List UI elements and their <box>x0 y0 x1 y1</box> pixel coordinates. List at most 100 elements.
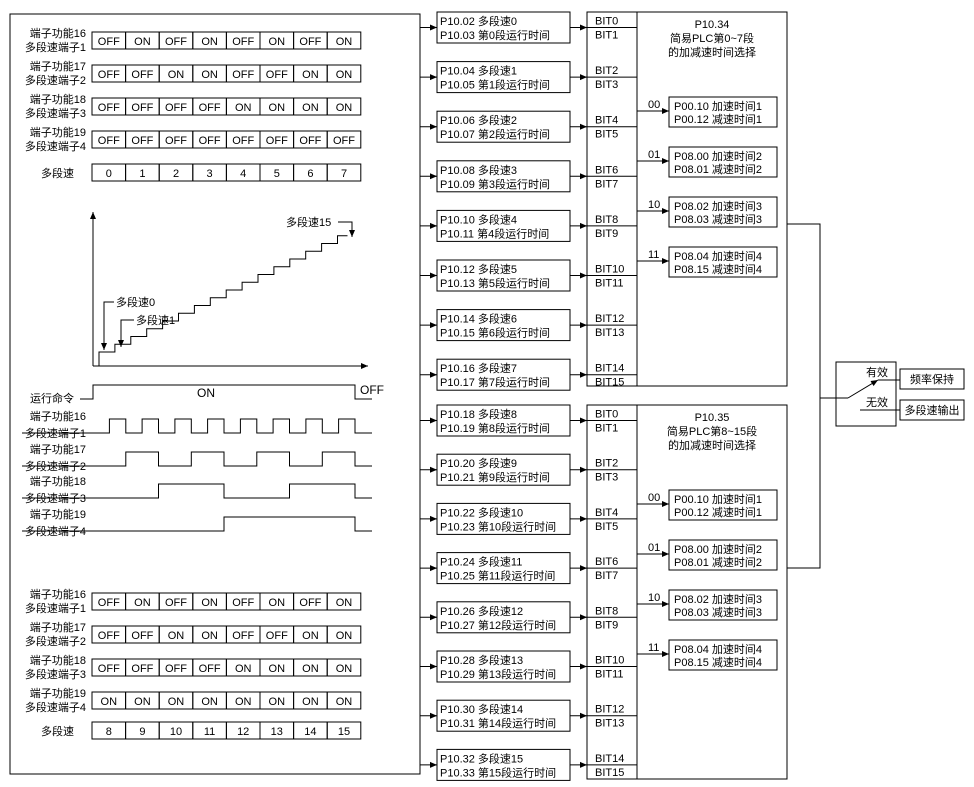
multi-speed-terminal-label: 多段速端子3 <box>25 667 86 681</box>
speed-index-value: 15 <box>338 726 350 738</box>
bit-label: BIT15 <box>595 767 624 779</box>
group-param-code: P10.34 <box>695 19 730 31</box>
timing-terminal-function-label: 端子功能18 <box>30 474 86 488</box>
speed-index-value: 14 <box>304 726 316 738</box>
bit-label: BIT8 <box>595 214 618 226</box>
bit-label: BIT1 <box>595 423 618 435</box>
run-time-param-line: P10.15 第6段运行时间 <box>440 326 550 340</box>
speed-param-box <box>436 453 571 486</box>
bit-label: BIT11 <box>595 278 624 290</box>
accel-decel-box <box>668 639 778 671</box>
speed-index-value: 10 <box>170 726 182 738</box>
bit-label: BIT11 <box>595 669 624 681</box>
state-value: ON <box>134 36 151 48</box>
state-value: ON <box>168 630 185 642</box>
terminal-function-label: 端子功能18 <box>30 92 86 106</box>
decel-time-line: P08.15 减速时间4 <box>674 263 762 276</box>
speed-index-value: 0 <box>106 168 112 180</box>
multi-speed-output-box <box>899 399 965 421</box>
speed15-label: 多段速15 <box>286 215 331 229</box>
bit-label: BIT6 <box>595 556 618 568</box>
state-value: OFF <box>299 597 321 609</box>
speed-param-box <box>436 309 571 342</box>
speed-param-line: P10.24 多段速11 <box>440 555 522 569</box>
state-value: ON <box>336 69 353 81</box>
multi-speed-terminal-label: 多段速端子2 <box>25 634 86 648</box>
run-command-waveform <box>80 384 372 400</box>
bit-label: BIT7 <box>595 178 618 190</box>
state-value: OFF <box>266 630 288 642</box>
group-title: 简易PLC第8~15段 <box>667 424 757 438</box>
state-value: ON <box>269 102 286 114</box>
state-value: ON <box>201 696 218 708</box>
state-value: ON <box>101 696 118 708</box>
terminal-function-label: 端子功能19 <box>30 686 86 700</box>
run-time-param-line: P10.17 第7段运行时间 <box>440 375 550 389</box>
multi-speed-terminal-label: 多段速端子1 <box>25 40 86 54</box>
group-panel <box>586 11 788 387</box>
speed1-pointer <box>118 319 134 347</box>
bit-label: BIT9 <box>595 228 618 240</box>
terminal-waveform <box>22 451 372 467</box>
bit-label: BIT14 <box>595 753 624 765</box>
terminal-function-label: 端子功能16 <box>30 587 86 601</box>
state-value: ON <box>336 663 353 675</box>
state-value: OFF <box>333 135 355 147</box>
terminal-function-label: 端子功能18 <box>30 653 86 667</box>
accel-decel-box <box>668 246 778 278</box>
state-cell <box>326 625 362 644</box>
speed-param-box <box>436 650 571 683</box>
run-time-param-line: P10.03 第0段运行时间 <box>440 28 550 42</box>
state-value: ON <box>235 696 252 708</box>
timing-terminal-function-label: 端子功能19 <box>30 507 86 521</box>
freq-hold-label: 频率保持 <box>910 372 954 386</box>
switch-box <box>835 361 897 427</box>
state-value: ON <box>336 696 353 708</box>
speed-index-value: 3 <box>207 168 213 180</box>
state-value: OFF <box>98 69 120 81</box>
state-value: ON <box>235 102 252 114</box>
state-value: ON <box>336 36 353 48</box>
timing-terminal-label: 多段速端子2 <box>25 459 86 473</box>
bit-code-label: 10 <box>648 199 660 211</box>
run-time-param-line: P10.31 第14段运行时间 <box>440 716 556 730</box>
state-cell <box>326 130 362 149</box>
bit-label: BIT12 <box>595 313 624 325</box>
speed-param-line: P10.20 多段速9 <box>440 456 517 470</box>
bit-code-label: 11 <box>648 249 659 261</box>
speed-param-box <box>436 552 571 585</box>
group-subtitle: 的加减速时间选择 <box>668 45 756 59</box>
speed-index-value: 4 <box>240 168 246 180</box>
valid-label: 有效 <box>866 365 888 379</box>
state-value: OFF <box>199 663 221 675</box>
speed-param-line: P10.12 多段速5 <box>440 262 517 276</box>
accel-time-line: P00.10 加速时间1 <box>674 100 762 113</box>
accel-decel-box <box>668 96 778 128</box>
state-value: ON <box>269 36 286 48</box>
group2-output-line <box>787 398 821 569</box>
run-time-param-line: P10.21 第9段运行时间 <box>440 470 550 484</box>
speed-index-value: 12 <box>237 726 249 738</box>
multi-speed-label: 多段速 <box>41 724 74 738</box>
state-value: ON <box>201 630 218 642</box>
state-value: ON <box>302 696 319 708</box>
state-value: OFF <box>131 630 153 642</box>
accel-decel-box <box>668 196 778 228</box>
speed-index-cell <box>326 721 362 740</box>
bit-label: BIT14 <box>595 363 624 375</box>
multi-speed-staircase <box>98 235 348 366</box>
decel-time-line: P08.01 减速时间2 <box>674 556 762 569</box>
run-time-param-line: P10.05 第1段运行时间 <box>440 78 550 92</box>
accel-time-line: P08.04 加速时间4 <box>674 643 762 656</box>
group-panel <box>586 404 788 780</box>
terminal-function-label: 端子功能17 <box>30 620 86 634</box>
run-time-param-line: P10.25 第11段运行时间 <box>440 569 555 583</box>
terminal-waveform <box>22 516 372 532</box>
decel-time-line: P00.12 减速时间1 <box>674 113 762 126</box>
switch-blade <box>847 379 879 399</box>
run-time-param-line: P10.11 第4段运行时间 <box>440 226 549 240</box>
state-value: OFF <box>232 135 254 147</box>
bit-label: BIT10 <box>595 655 624 667</box>
